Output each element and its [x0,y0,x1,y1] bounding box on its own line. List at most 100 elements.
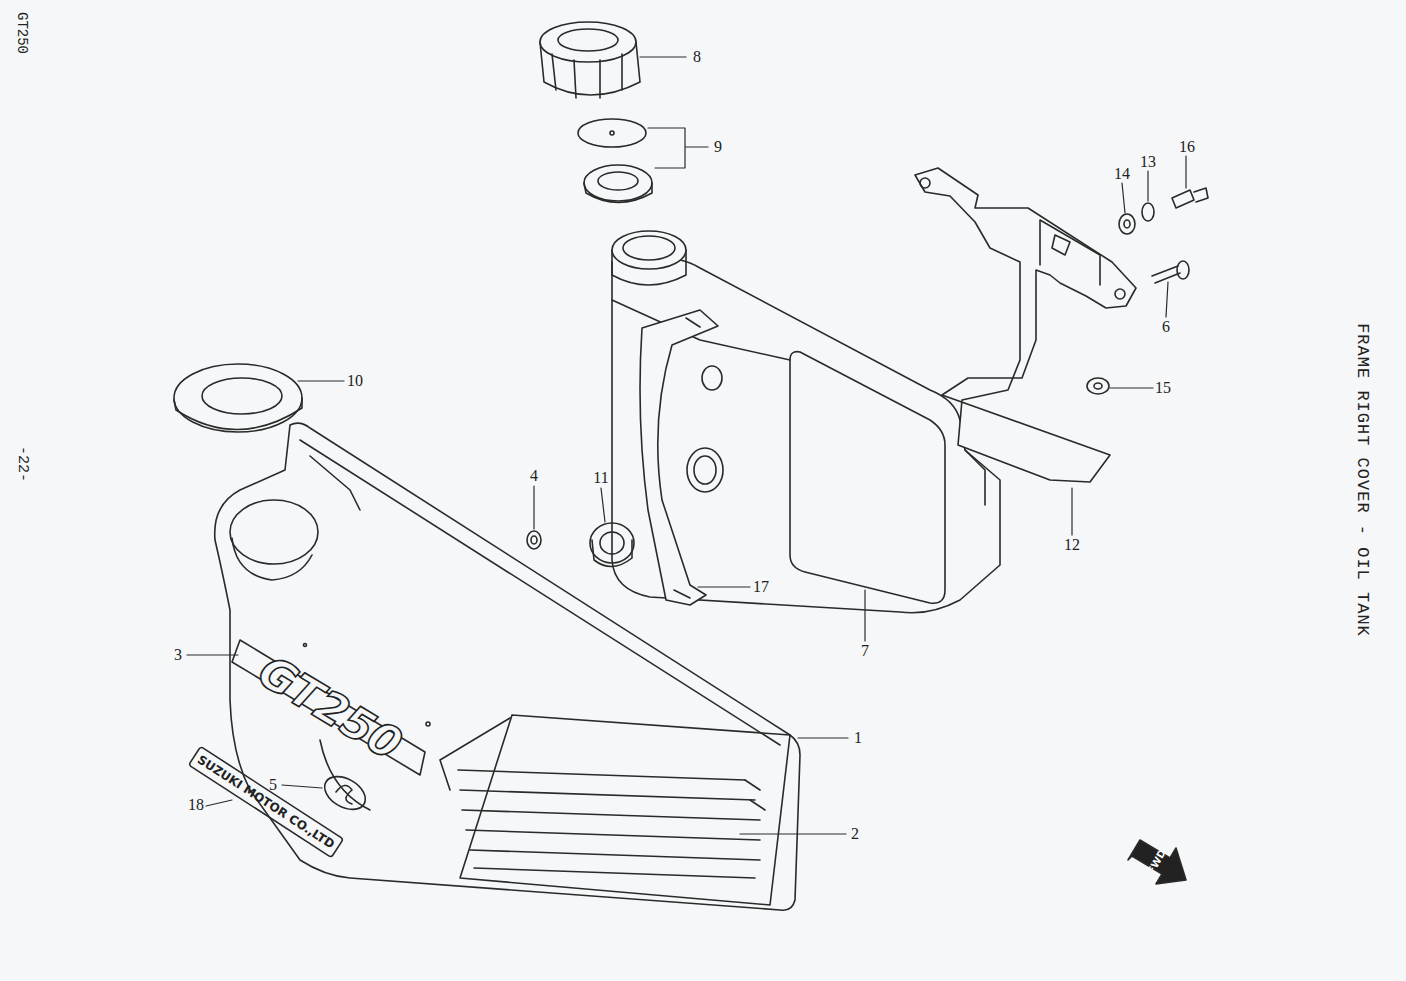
line-art [319,770,371,816]
callout-number: 1 [854,730,862,746]
line-art [612,260,1000,613]
line-art [202,378,282,414]
line-art [798,737,848,738]
frame-cover [215,423,800,910]
oil-tank [612,231,1000,613]
callout-number: 8 [693,49,701,65]
leader-lines [187,57,1186,834]
line-art [458,770,760,878]
cap-gaskets [578,119,652,203]
parts-drawing [174,22,1208,910]
line-art [215,423,800,910]
callout-number: 6 [1162,319,1170,335]
line-art [1166,282,1168,317]
line-art [1147,171,1148,201]
line-art [1087,378,1109,394]
line-art [1119,214,1135,234]
line-art [623,236,675,260]
line-art [1177,261,1189,279]
line-art [694,456,716,484]
line-art [1152,266,1180,283]
oil-cap [540,22,640,98]
callout-number: 13 [1140,154,1156,170]
line-art [1115,289,1125,299]
callout-number: 4 [530,468,538,484]
grommet [174,364,302,432]
line-art [232,640,425,775]
line-art [232,538,312,580]
line-art [600,532,624,554]
callout-number: 12 [1064,537,1080,553]
callout-number: 15 [1155,380,1171,396]
callout-number: 2 [851,826,859,842]
callout-number: 17 [753,579,769,595]
line-art [1122,183,1125,213]
line-art [598,172,638,190]
mounting-bracket [915,168,1136,482]
callout-number: 18 [188,797,204,813]
line-art [1110,387,1153,388]
callout-number: 9 [714,139,722,155]
line-art [648,128,708,168]
line-art [698,586,750,587]
line-art [702,366,722,390]
line-art [584,183,652,203]
line-art [187,654,238,655]
badge-text: GT250 [251,649,408,768]
line-art [640,310,718,605]
callout-number: 5 [269,777,277,793]
line-art [590,523,634,563]
line-art [527,531,541,549]
line-art [740,833,846,834]
line-art [920,178,930,188]
grille [440,715,790,905]
line-art [612,231,686,269]
line-art [206,800,232,806]
line-art [1185,156,1186,188]
line-art [230,500,318,564]
line-art [965,450,985,505]
line-art [426,722,430,726]
hardware [527,188,1208,567]
line-art [1071,488,1072,535]
line-art [584,165,652,201]
maker-label: SUZUKI MOTOR CO.,LTD [195,753,336,850]
callout-number: 16 [1179,139,1195,155]
line-art [300,440,780,745]
line-art [336,785,352,804]
line-art [304,644,307,647]
line-art [174,398,302,430]
line-art [1124,220,1130,228]
line-art [601,488,605,522]
line-art [1052,235,1070,255]
line-art [1142,203,1154,221]
line-art [640,56,686,57]
callout-number: 11 [593,470,608,486]
line-art [298,380,344,381]
line-art [915,168,1136,482]
badge [232,640,430,775]
line-art [531,536,537,544]
label-plate [189,746,344,857]
line-art [1194,188,1208,202]
line-art [533,486,534,529]
line-art [745,780,765,810]
callout-number: 14 [1114,166,1130,182]
line-art [687,448,723,492]
line-art [1172,190,1194,208]
callout-number: 7 [861,643,869,659]
line-art [440,718,510,790]
line-art [552,54,622,98]
line-art [1040,220,1100,285]
line-art [592,540,632,567]
line-art [1094,383,1102,389]
diagram-title: FRAME RIGHT COVER - OIL TANK [1354,323,1371,637]
line-art [610,131,614,135]
line-art [578,119,646,147]
callout-number: -22- [15,446,30,482]
tank-strap [640,310,718,605]
line-art [174,364,302,432]
line-art [790,352,945,604]
callout-number: 10 [347,373,363,389]
